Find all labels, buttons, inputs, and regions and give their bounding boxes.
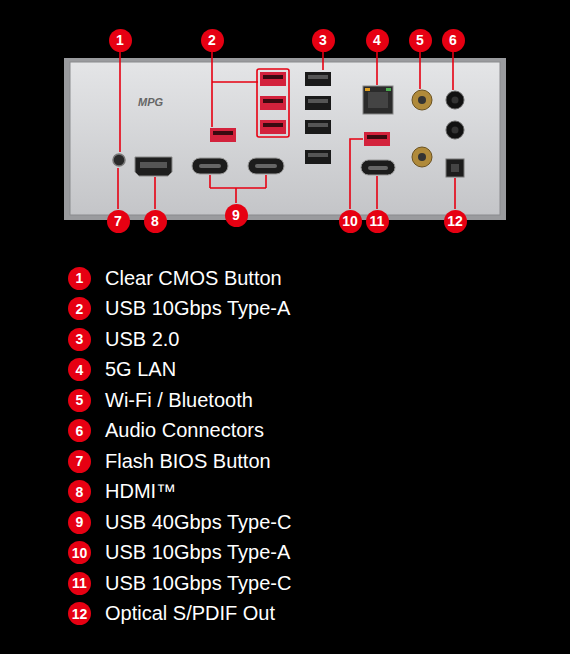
list-number: 5 xyxy=(68,389,91,412)
callout-text: 8 xyxy=(151,214,159,228)
list-number: 3 xyxy=(68,328,91,351)
port-description: USB 40Gbps Type-C xyxy=(105,511,291,534)
port-description: Wi-Fi / Bluetooth xyxy=(105,389,253,412)
callout-text: 6 xyxy=(449,33,457,47)
port-description: Audio Connectors xyxy=(105,419,264,442)
list-number: 8 xyxy=(68,480,91,503)
port-description: Clear CMOS Button xyxy=(105,267,282,290)
legend-row: 10 USB 10Gbps Type-A xyxy=(68,541,290,564)
callout-number: 1 xyxy=(109,29,132,52)
callout-number: 11 xyxy=(366,210,389,233)
legend-row: 7 Flash BIOS Button xyxy=(68,450,271,473)
callout-text: 12 xyxy=(447,214,463,228)
callout-text: 1 xyxy=(116,33,124,47)
legend-row: 5 Wi-Fi / Bluetooth xyxy=(68,389,253,412)
callout-text: 9 xyxy=(232,208,240,222)
port-description: Flash BIOS Button xyxy=(105,450,271,473)
callout-number: 8 xyxy=(144,210,167,233)
legend-row: 4 5G LAN xyxy=(68,358,176,381)
port-description: USB 10Gbps Type-C xyxy=(105,572,291,595)
legend-row: 3 USB 2.0 xyxy=(68,328,179,351)
list-number: 6 xyxy=(68,419,91,442)
list-number: 11 xyxy=(68,572,91,595)
callout-number: 4 xyxy=(366,29,389,52)
legend-row: 2 USB 10Gbps Type-A xyxy=(68,297,290,320)
callout-number: 7 xyxy=(107,210,130,233)
callout-text: 7 xyxy=(114,214,122,228)
legend-row: 1 Clear CMOS Button xyxy=(68,267,282,290)
callout-number: 2 xyxy=(201,29,224,52)
callout-number: 12 xyxy=(444,210,467,233)
callout-text: 4 xyxy=(373,33,381,47)
list-number: 1 xyxy=(68,267,91,290)
legend-row: 11 USB 10Gbps Type-C xyxy=(68,572,291,595)
callout-text: 11 xyxy=(370,214,385,228)
port-description: HDMI™ xyxy=(105,480,176,503)
legend-row: 9 USB 40Gbps Type-C xyxy=(68,511,291,534)
list-number: 4 xyxy=(68,358,91,381)
port-description: 5G LAN xyxy=(105,358,176,381)
list-number: 12 xyxy=(68,602,91,625)
port-description: USB 10Gbps Type-A xyxy=(105,297,290,320)
callout-text: 10 xyxy=(342,214,358,228)
callout-text: 5 xyxy=(416,33,424,47)
callout-number: 10 xyxy=(339,210,362,233)
port-description: USB 10Gbps Type-A xyxy=(105,541,290,564)
list-number: 2 xyxy=(68,297,91,320)
legend-row: 8 HDMI™ xyxy=(68,480,176,503)
legend-row: 6 Audio Connectors xyxy=(68,419,264,442)
list-number: 9 xyxy=(68,511,91,534)
callout-number: 6 xyxy=(442,29,465,52)
callout-number: 9 xyxy=(225,204,248,227)
callout-text: 3 xyxy=(319,33,327,47)
callout-text: 2 xyxy=(208,33,216,47)
legend-row: 12 Optical S/PDIF Out xyxy=(68,602,275,625)
callout-number: 5 xyxy=(409,29,432,52)
list-number: 7 xyxy=(68,450,91,473)
list-number: 10 xyxy=(68,541,91,564)
port-description: USB 2.0 xyxy=(105,328,179,351)
port-description: Optical S/PDIF Out xyxy=(105,602,275,625)
callout-number: 3 xyxy=(312,29,335,52)
brand-logo: MPG xyxy=(138,96,163,108)
